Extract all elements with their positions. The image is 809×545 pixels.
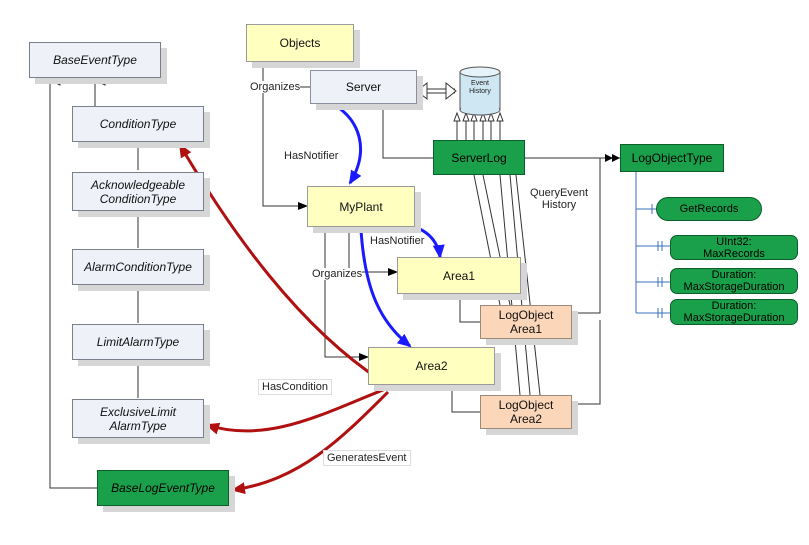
event-history-label: Event History — [462, 80, 498, 96]
exclusive-limit-label-line1: ExclusiveLimit — [99, 404, 177, 419]
alarm-condition-type-node[interactable]: AlarmConditionType — [72, 249, 204, 285]
exclusive-limit-alarm-type-node[interactable]: ExclusiveLimit AlarmType — [72, 399, 204, 438]
area1-label: Area1 — [442, 268, 476, 283]
condition-type-label: ConditionType — [99, 117, 177, 131]
base-log-event-type-label: BaseLogEventType — [111, 481, 215, 495]
max-records-property[interactable]: UInt32: MaxRecords — [670, 235, 798, 260]
objects-label: Objects — [279, 36, 321, 50]
log-object-area2-line1: LogObject — [498, 398, 554, 412]
log-object-type-label: LogObjectType — [631, 151, 713, 165]
alarm-condition-type-label: AlarmConditionType — [84, 260, 192, 274]
server-log-label: ServerLog — [451, 150, 507, 165]
objects-node[interactable]: Objects — [246, 24, 354, 62]
event-history-cylinder — [459, 66, 501, 116]
acknowledgeable-label-line2: ConditionType — [99, 191, 177, 206]
base-log-event-type-node[interactable]: BaseLogEventType — [97, 470, 229, 506]
has-notifier-label-2: HasNotifier — [370, 235, 425, 247]
server-history-arrowheads — [416, 81, 457, 101]
log-object-area2-node[interactable]: LogObject Area2 — [480, 395, 572, 429]
server-node[interactable]: Server — [310, 70, 417, 104]
area2-node[interactable]: Area2 — [368, 347, 495, 385]
my-plant-label: MyPlant — [339, 199, 383, 214]
event-history-line2: History — [469, 88, 491, 95]
query-event-history-label: QueryEvent History — [530, 187, 589, 211]
max-records-line1: UInt32: — [716, 235, 752, 248]
condition-type-node[interactable]: ConditionType — [72, 106, 204, 142]
has-condition-label: HasCondition — [258, 379, 333, 395]
server-log-node[interactable]: ServerLog — [433, 140, 525, 175]
log-object-area1-line2: Area1 — [509, 322, 543, 336]
organizes-label-2: Organizes — [312, 268, 363, 280]
log-object-area2-line2: Area2 — [509, 412, 543, 426]
log-object-area1-line1: LogObject — [498, 308, 554, 322]
max-records-line2: MaxRecords — [703, 247, 765, 260]
exclusive-limit-label-line2: AlarmType — [109, 418, 167, 433]
get-records-label: GetRecords — [679, 203, 739, 215]
organizes-label-1: Organizes — [250, 81, 301, 93]
acknowledgeable-condition-type-node[interactable]: Acknowledgeable ConditionType — [72, 172, 204, 211]
limit-alarm-type-label: LimitAlarmType — [96, 335, 180, 349]
log-object-type-node[interactable]: LogObjectType — [620, 144, 724, 172]
area2-label: Area2 — [415, 359, 448, 373]
base-event-type-label: BaseEventType — [53, 53, 137, 67]
max-storage-duration-1-line1: Duration: — [711, 269, 757, 281]
query-event-history-line2: History — [541, 199, 577, 211]
has-notifier-label-1: HasNotifier — [284, 150, 339, 162]
limit-alarm-type-node[interactable]: LimitAlarmType — [72, 324, 204, 360]
query-event-history-line1: QueryEvent — [530, 187, 589, 199]
base-event-type-node[interactable]: BaseEventType — [29, 42, 161, 78]
event-history-line1: Event — [471, 80, 489, 87]
my-plant-node[interactable]: MyPlant — [307, 186, 415, 227]
max-storage-duration-2-line1: Duration: — [711, 300, 757, 312]
max-storage-duration-2-line2: MaxStorageDuration — [683, 312, 785, 324]
log-object-area1-node[interactable]: LogObject Area1 — [480, 305, 572, 339]
generates-event-label: GeneratesEvent — [323, 450, 411, 466]
get-records-method[interactable]: GetRecords — [656, 197, 762, 221]
max-storage-duration-1-line2: MaxStorageDuration — [683, 281, 785, 293]
area1-node[interactable]: Area1 — [397, 257, 521, 294]
max-storage-duration-property-2[interactable]: Duration: MaxStorageDuration — [670, 299, 798, 325]
max-storage-duration-property-1[interactable]: Duration: MaxStorageDuration — [670, 268, 798, 294]
server-label: Server — [345, 80, 382, 94]
acknowledgeable-label-line1: Acknowledgeable — [90, 177, 186, 192]
